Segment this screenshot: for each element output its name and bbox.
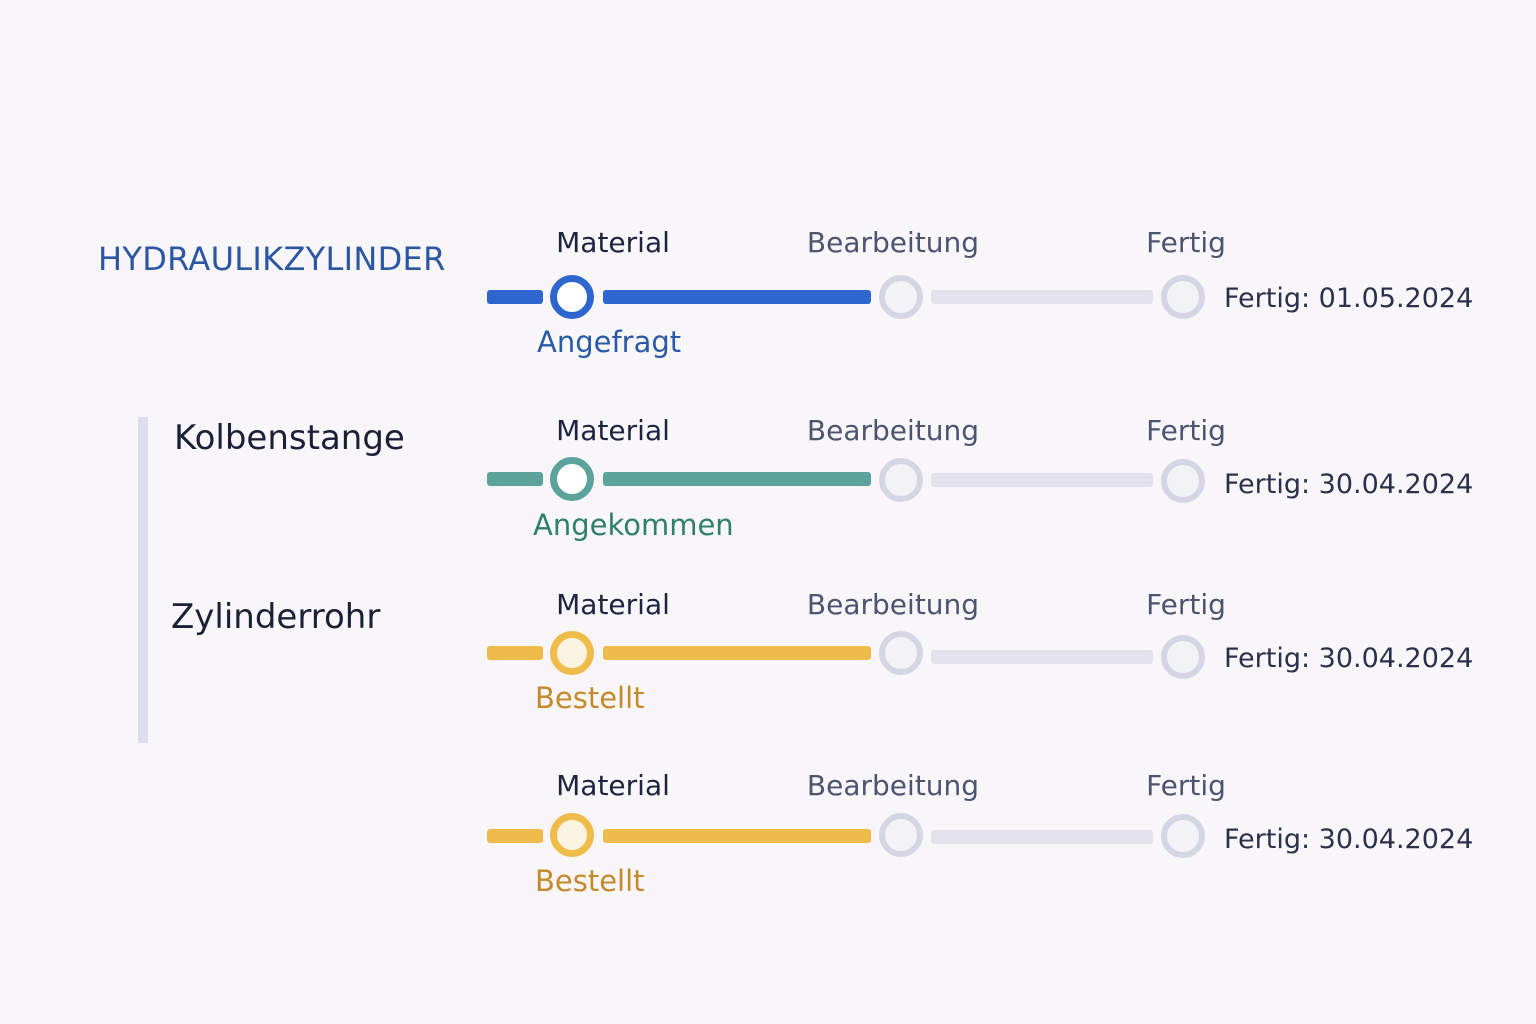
- step-node-fertig[interactable]: [1161, 635, 1205, 679]
- status-label: Angefragt: [537, 325, 682, 359]
- step-node-bearbeitung[interactable]: [879, 813, 923, 857]
- stage-label-material: Material: [556, 226, 670, 259]
- progress-segment: [487, 829, 543, 843]
- due-date: Fertig: 30.04.2024: [1224, 469, 1474, 500]
- stage-label-material: Material: [556, 769, 670, 802]
- step-node-material[interactable]: [550, 813, 594, 857]
- progress-segment: [487, 472, 543, 486]
- due-date: Fertig: 30.04.2024: [1224, 824, 1474, 855]
- stage-label-material: Material: [556, 588, 670, 621]
- stage-label-fertig: Fertig: [1146, 414, 1226, 447]
- step-node-fertig[interactable]: [1161, 459, 1205, 503]
- progress-segment: [931, 473, 1153, 487]
- stage-label-bearbeitung: Bearbeitung: [806, 226, 980, 259]
- stage-label-bearbeitung: Bearbeitung: [806, 769, 980, 802]
- step-node-bearbeitung[interactable]: [879, 631, 923, 675]
- status-label: Bestellt: [535, 681, 645, 715]
- status-label: Bestellt: [535, 864, 645, 898]
- due-date: Fertig: 30.04.2024: [1224, 643, 1474, 674]
- progress-segment: [603, 646, 871, 660]
- step-node-fertig[interactable]: [1161, 275, 1205, 319]
- progress-segment: [603, 290, 871, 304]
- group-bracket: [138, 417, 148, 743]
- progress-segment: [931, 650, 1153, 664]
- stage-label-fertig: Fertig: [1146, 769, 1226, 802]
- progress-segment: [931, 290, 1153, 304]
- stage-label-fertig: Fertig: [1146, 588, 1226, 621]
- product-title: HYDRAULIKZYLINDER: [98, 240, 446, 278]
- stage-label-bearbeitung: Bearbeitung: [806, 414, 980, 447]
- stage-label-material: Material: [556, 414, 670, 447]
- step-node-material[interactable]: [550, 275, 594, 319]
- progress-segment: [603, 472, 871, 486]
- stage-label-fertig: Fertig: [1146, 226, 1226, 259]
- item-label-kolbenstange: Kolbenstange: [174, 418, 405, 458]
- item-label-zylinderrohr: Zylinderrohr: [171, 597, 381, 637]
- stage-label-bearbeitung: Bearbeitung: [806, 588, 980, 621]
- step-node-bearbeitung[interactable]: [879, 458, 923, 502]
- step-node-material[interactable]: [550, 457, 594, 501]
- step-node-material[interactable]: [550, 631, 594, 675]
- progress-segment: [487, 646, 543, 660]
- progress-segment: [603, 829, 871, 843]
- progress-segment: [487, 290, 543, 304]
- step-node-fertig[interactable]: [1161, 814, 1205, 858]
- progress-segment: [931, 830, 1153, 844]
- step-node-bearbeitung[interactable]: [879, 275, 923, 319]
- due-date: Fertig: 01.05.2024: [1224, 283, 1474, 314]
- status-label: Angekommen: [533, 508, 734, 542]
